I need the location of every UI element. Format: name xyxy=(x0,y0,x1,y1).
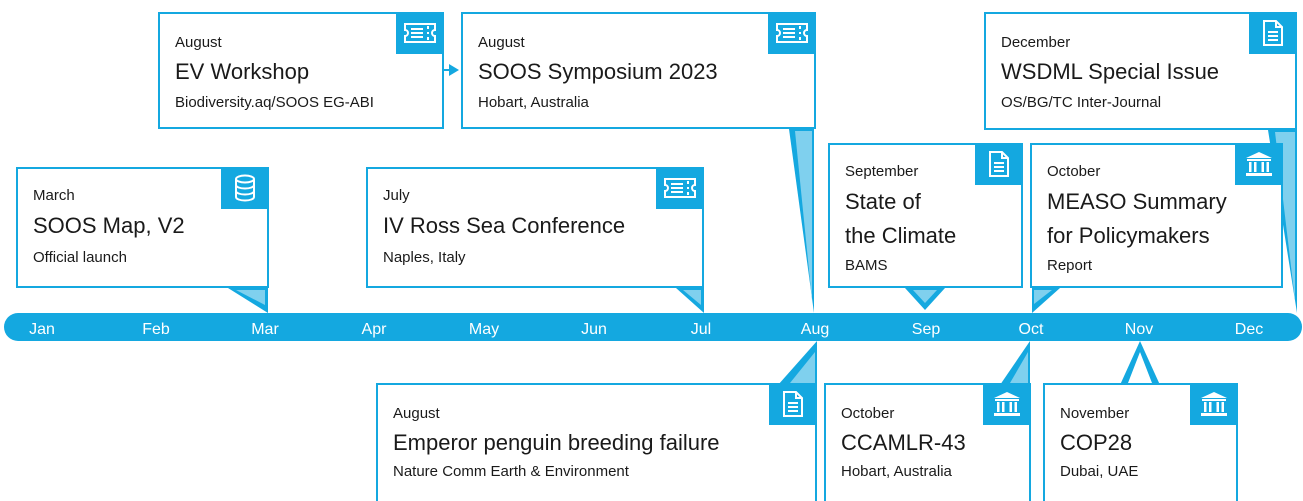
event-month: September xyxy=(845,163,919,180)
pointer-sep-light xyxy=(913,290,937,303)
ticket-icon xyxy=(768,12,816,54)
institution-icon xyxy=(1235,143,1283,185)
month-label: Nov xyxy=(1124,321,1154,338)
event-subtitle: Official launch xyxy=(33,249,127,266)
month-label: Apr xyxy=(361,321,387,338)
document-icon xyxy=(1249,12,1297,54)
month-label: Sep xyxy=(911,321,941,338)
event-card-soos-symposium: August SOOS Symposium 2023 Hobart, Austr… xyxy=(461,12,816,129)
event-month: March xyxy=(33,187,75,204)
pointer-jul-light xyxy=(683,290,701,305)
event-title: SOOS Map, V2 xyxy=(33,213,185,238)
pointer-nov-inner xyxy=(1128,352,1152,383)
document-icon xyxy=(975,143,1023,185)
event-title: WSDML Special Issue xyxy=(1001,59,1220,84)
event-title: EV Workshop xyxy=(175,59,310,84)
event-title: SOOS Symposium 2023 xyxy=(478,59,718,84)
event-title: COP28 xyxy=(1060,430,1133,455)
event-title-line: State of xyxy=(845,189,921,214)
event-title: IV Ross Sea Conference xyxy=(383,213,626,238)
event-subtitle: Hobart, Australia xyxy=(841,463,952,480)
ticket-icon xyxy=(656,167,704,209)
event-card-state-of-climate: September State of the Climate BAMS xyxy=(828,143,1023,288)
event-subtitle: Nature Comm Earth & Environment xyxy=(393,463,629,480)
month-label: Mar xyxy=(251,321,279,338)
month-label: Jun xyxy=(581,321,607,338)
event-month: November xyxy=(1060,405,1130,422)
event-subtitle: Report xyxy=(1047,257,1093,274)
event-month: August xyxy=(175,34,222,51)
arrow-head xyxy=(449,64,459,76)
event-month: December xyxy=(1001,34,1071,51)
month-label: Dec xyxy=(1234,321,1264,338)
event-card-ev-workshop: August EV Workshop Biodiversity.aq/SOOS … xyxy=(158,12,444,129)
pointer-mar-light xyxy=(236,290,265,305)
event-card-measo: October MEASO Summary for Policymakers R… xyxy=(1030,143,1283,288)
institution-icon xyxy=(983,383,1031,425)
event-month: August xyxy=(393,405,440,422)
event-card-ccamlr: October CCAMLR-43 Hobart, Australia xyxy=(824,383,1031,501)
timeline-bar xyxy=(4,313,1302,341)
month-label: Feb xyxy=(142,321,170,338)
event-subtitle: OS/BG/TC Inter-Journal xyxy=(1001,94,1162,111)
month-label: May xyxy=(468,321,500,338)
event-card-emperor-penguin: August Emperor penguin breeding failure … xyxy=(376,383,817,501)
event-subtitle: Naples, Italy xyxy=(383,249,466,266)
event-card-wsdml: December WSDML Special Issue OS/BG/TC In… xyxy=(984,12,1297,130)
event-subtitle: BAMS xyxy=(845,257,888,274)
month-label: Aug xyxy=(800,321,830,338)
event-month: October xyxy=(1047,163,1101,180)
database-icon xyxy=(221,167,269,209)
document-icon xyxy=(769,383,817,425)
event-subtitle: Dubai, UAE xyxy=(1060,463,1139,480)
event-month: August xyxy=(478,34,525,51)
ticket-icon xyxy=(396,12,444,54)
event-card-soos-map: March SOOS Map, V2 Official launch xyxy=(16,167,269,288)
event-title-line: for Policymakers xyxy=(1047,223,1210,248)
month-label: Oct xyxy=(1018,321,1044,338)
pointer-oct-light xyxy=(1034,290,1052,304)
month-label: Jan xyxy=(29,321,55,338)
event-title: CCAMLR-43 xyxy=(841,430,966,455)
pointer-oct-bottom-light xyxy=(1010,352,1028,383)
event-month: July xyxy=(383,187,410,204)
pointer-aug-top-light xyxy=(795,131,812,300)
month-label: Jul xyxy=(690,321,712,338)
pointer-aug-bottom-light xyxy=(790,352,815,383)
event-subtitle: Hobart, Australia xyxy=(478,94,589,111)
institution-icon xyxy=(1190,383,1238,425)
event-month: October xyxy=(841,405,895,422)
event-title: Emperor penguin breeding failure xyxy=(393,430,720,455)
event-title-line: the Climate xyxy=(845,223,957,248)
event-title-line: MEASO Summary xyxy=(1047,189,1227,214)
event-card-cop28: November COP28 Dubai, UAE xyxy=(1043,383,1238,501)
event-card-ross-sea: July IV Ross Sea Conference Naples, Ital… xyxy=(366,167,704,288)
event-subtitle: Biodiversity.aq/SOOS EG-ABI xyxy=(175,94,374,111)
